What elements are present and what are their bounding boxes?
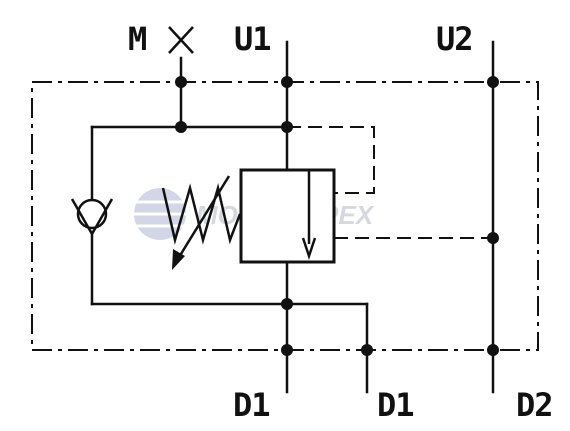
pressure-valve-block <box>239 168 336 264</box>
check-valve-symbol <box>70 198 114 237</box>
junction-dot <box>487 344 499 356</box>
port-label-u1: U1 <box>234 20 271 58</box>
junction-dot <box>361 344 373 356</box>
port-label-m: M <box>128 20 146 58</box>
port-label-d1-right: D1 <box>377 386 414 424</box>
port-label-d2: D2 <box>516 386 553 424</box>
junction-dot <box>281 298 293 310</box>
junction-dot <box>281 344 293 356</box>
junction-dot <box>281 121 293 133</box>
port-label-u2: U2 <box>436 20 473 58</box>
junction-dot <box>175 121 187 133</box>
check-valve-ball <box>76 198 108 230</box>
spring-coil <box>161 183 242 245</box>
valve-body <box>239 168 336 264</box>
adjustable-spring-icon <box>161 175 242 270</box>
junction-dots <box>175 76 499 356</box>
m-port-plug-icon <box>168 26 194 54</box>
junction-dot <box>281 76 293 88</box>
pilot-lines <box>287 126 493 239</box>
junction-dot <box>487 76 499 88</box>
check-valve-seat <box>70 198 114 237</box>
pilot-line-inlet <box>287 126 375 194</box>
port-label-d1-left: D1 <box>233 386 270 424</box>
spring-adjust-arrow-shaft <box>174 175 231 263</box>
junction-dot <box>175 76 187 88</box>
valve-flow-arrow-head <box>301 237 317 260</box>
spring-adjust-arrow-head <box>172 249 185 270</box>
junction-dot <box>487 232 499 244</box>
